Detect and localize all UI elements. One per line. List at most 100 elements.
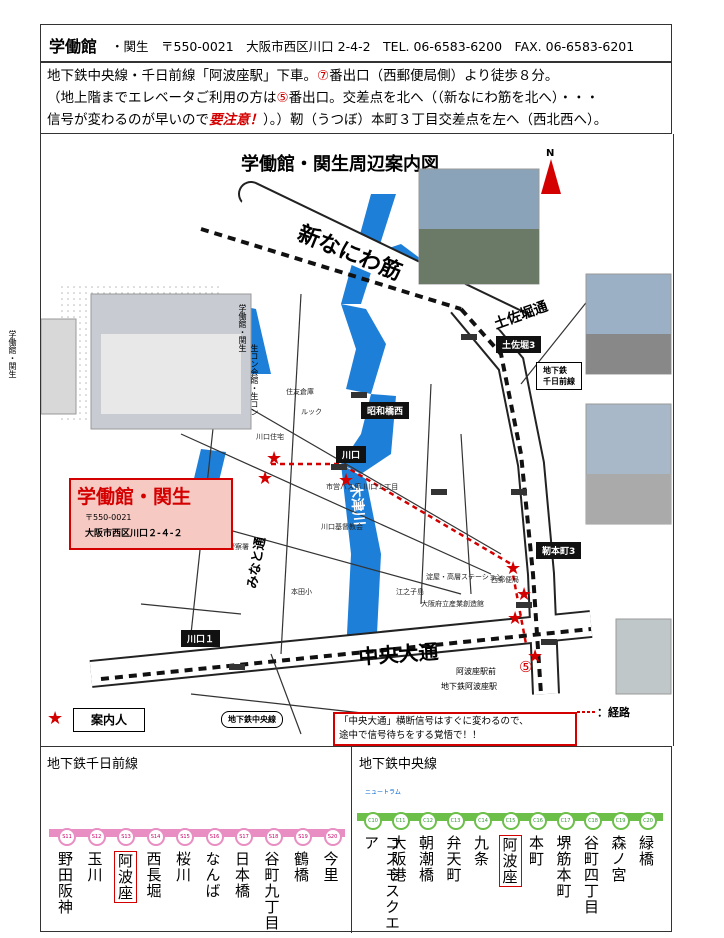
svg-text:★: ★ — [47, 708, 63, 729]
station-name: 朝潮橋 — [417, 835, 435, 883]
station-name: 野田阪神 — [56, 851, 74, 915]
callout-chuo-subway: 地下鉄中央線 — [221, 711, 283, 728]
exit-5-marker: ⑤ — [276, 90, 289, 106]
station-marker: S15 — [176, 828, 194, 846]
station-marker: S13 — [117, 828, 135, 846]
svg-text:住友倉庫: 住友倉庫 — [286, 387, 314, 396]
chuo-title: 地下鉄中央線 — [359, 757, 438, 772]
sennichimae-line-bar — [49, 829, 345, 837]
facility-name: 学働館 — [49, 37, 98, 56]
station-marker: C17 — [556, 812, 575, 830]
station-name: 大阪港 — [389, 835, 408, 883]
station-name: なんば — [203, 851, 222, 899]
station-marker: S18 — [264, 828, 283, 846]
svg-text:★: ★ — [338, 470, 354, 491]
photo-side-label: 学働館・関生 — [8, 330, 17, 378]
station-name: 玉川 — [85, 851, 104, 883]
station-name: 谷町四丁目 — [582, 835, 600, 915]
svg-text:川口基督教会: 川口基督教会 — [321, 522, 363, 531]
station-marker: S11 — [58, 828, 76, 846]
north-arrow-icon: N — [541, 148, 561, 194]
facility-box-name: 学働館・関生 — [77, 486, 192, 508]
facility-box-address: 大阪市西区川口２-４-２ — [85, 529, 183, 539]
station-name: コスモスクエア — [362, 835, 401, 931]
station-name: 谷町九丁目 — [262, 851, 281, 931]
street-dashes — [100, 227, 592, 695]
exit-7-marker: ⑦ — [317, 68, 330, 84]
place-labels: 住友倉庫 ルック 川口住宅 市営バス停 川口１丁目 川口基督教会 西警察署 本田… — [221, 387, 519, 608]
photo-thumbnails — [41, 168, 672, 695]
traffic-signal-icons — [229, 334, 557, 670]
callout-sennichimae-subway: 地下鉄 千日前線 — [536, 362, 582, 390]
directions-line-3: 信号が変わるのが早いので要注意！）。）靭（うつぼ）本町３丁目交差点を左へ（西北西… — [47, 112, 608, 128]
callout-utsubo3: 靭本町3 — [536, 542, 582, 559]
svg-text:川口住宅: 川口住宅 — [256, 432, 284, 441]
callout-kawaguchi1: 川口１ — [181, 630, 221, 647]
svg-text:淀屋・高層ステーション: 淀屋・高層ステーション — [426, 572, 503, 581]
directions-line-1: 地下鉄中央線・千日前線「阿波座駅」下車。⑦番出口（西郵便局側）より徒歩８分。 — [47, 68, 559, 84]
station-marker: C19 — [611, 812, 630, 830]
station-name: 九条 — [472, 835, 490, 867]
divider — [351, 747, 352, 933]
svg-text:★: ★ — [257, 468, 273, 489]
station-marker: C18 — [584, 812, 602, 830]
station-marker: S17 — [235, 828, 253, 846]
svg-text:★: ★ — [266, 448, 282, 469]
svg-text:ルック: ルック — [301, 408, 322, 416]
station-name: 緑橋 — [637, 835, 655, 867]
station-marker: C16 — [529, 812, 547, 830]
station-marker: C15 — [501, 812, 520, 830]
svg-text:N: N — [546, 148, 554, 159]
station-marker: C13 — [446, 812, 465, 830]
crossing-warning: 「中央大通」横断信号はすぐに変わるので、 途中で信号待ちをする覚悟で！！ — [333, 712, 577, 746]
awaza-ekimae-label: 阿波座駅前 — [456, 666, 496, 676]
svg-text:★: ★ — [527, 646, 543, 667]
river-label-kizu: 木津川 — [347, 482, 368, 526]
map-title: 学働館・関生周辺案内図 — [241, 153, 439, 175]
building-label-side: 生コン会館・生コン — [250, 344, 259, 416]
station-marker: C20 — [639, 812, 657, 830]
awaza-subway-label: 地下鉄阿波座駅 — [441, 681, 497, 691]
map-svg: 学働館・関生周辺案内図 N 新なにわ筋 土佐堀通 中央大通 みなと通 木津川 住… — [41, 148, 672, 735]
station-marker: S14 — [146, 828, 165, 846]
station-marker: C12 — [419, 812, 437, 830]
station-marker: C14 — [474, 812, 492, 830]
station-name: 阿波座 — [114, 851, 137, 903]
station-marker: S20 — [323, 828, 342, 846]
station-marker: S12 — [87, 828, 106, 846]
directions-line-2: （地上階までエレベータご利用の方は⑤番出口。交差点を北へ（（新なにわ筋を北へ）・… — [47, 90, 600, 106]
header-bar: 学働館 ・関生 〒550-0021 大阪市西区川口 2-4-2 TEL. 06-… — [40, 24, 672, 62]
facility-box-zip: 〒550-0021 — [85, 513, 132, 522]
building-label-top: 学働館・関生 — [238, 304, 247, 352]
station-marker: S16 — [205, 828, 224, 846]
svg-text:★: ★ — [505, 558, 521, 579]
station-marker: S19 — [294, 828, 312, 846]
station-name: 鶴橋 — [292, 851, 310, 883]
svg-text:西警察署: 西警察署 — [221, 542, 249, 551]
station-name: 森ノ宮 — [609, 835, 628, 883]
svg-text:江之子島: 江之子島 — [396, 587, 424, 596]
svg-text:本田小: 本田小 — [291, 587, 312, 596]
guide-legend-label: 案内人 — [73, 708, 145, 732]
sennichimae-title: 地下鉄千日前線 — [47, 757, 139, 772]
svg-text:西郵便局: 西郵便局 — [491, 575, 519, 584]
caution-text: 要注意！ — [209, 112, 263, 128]
exit-5-icon: ⑤ — [519, 658, 532, 676]
route-line — [271, 462, 528, 645]
station-name: 弁天町 — [444, 835, 463, 883]
callout-showabashi: 昭和橋西 — [361, 402, 410, 419]
chuo-top-label: ニュートラム — [365, 789, 401, 796]
station-marker: C10 — [364, 812, 382, 830]
facility-address-box: 学働館・関生 〒550-0021 大阪市西区川口２-４-２ — [69, 478, 233, 550]
guide-star-icons: ★ ★ ★ ★ ★ ★ ★ ★ — [47, 448, 543, 729]
callout-kawaguchi: 川口 — [336, 446, 367, 463]
route-legend-label: ：経路 — [597, 705, 631, 719]
svg-text:市営バス停 川口１丁目: 市営バス停 川口１丁目 — [326, 482, 398, 491]
directions-text: 地下鉄中央線・千日前線「阿波座駅」下車。⑦番出口（西郵便局側）より徒歩８分。 （… — [40, 62, 672, 134]
map-area: 学働館・関生周辺案内図 N 新なにわ筋 土佐堀通 中央大通 みなと通 木津川 住… — [8, 134, 674, 746]
svg-text:大阪府立産業創造館: 大阪府立産業創造館 — [421, 599, 484, 608]
station-name: 桜川 — [174, 851, 192, 883]
station-name: 堺筋本町 — [554, 835, 573, 899]
station-marker: C11 — [391, 812, 410, 830]
